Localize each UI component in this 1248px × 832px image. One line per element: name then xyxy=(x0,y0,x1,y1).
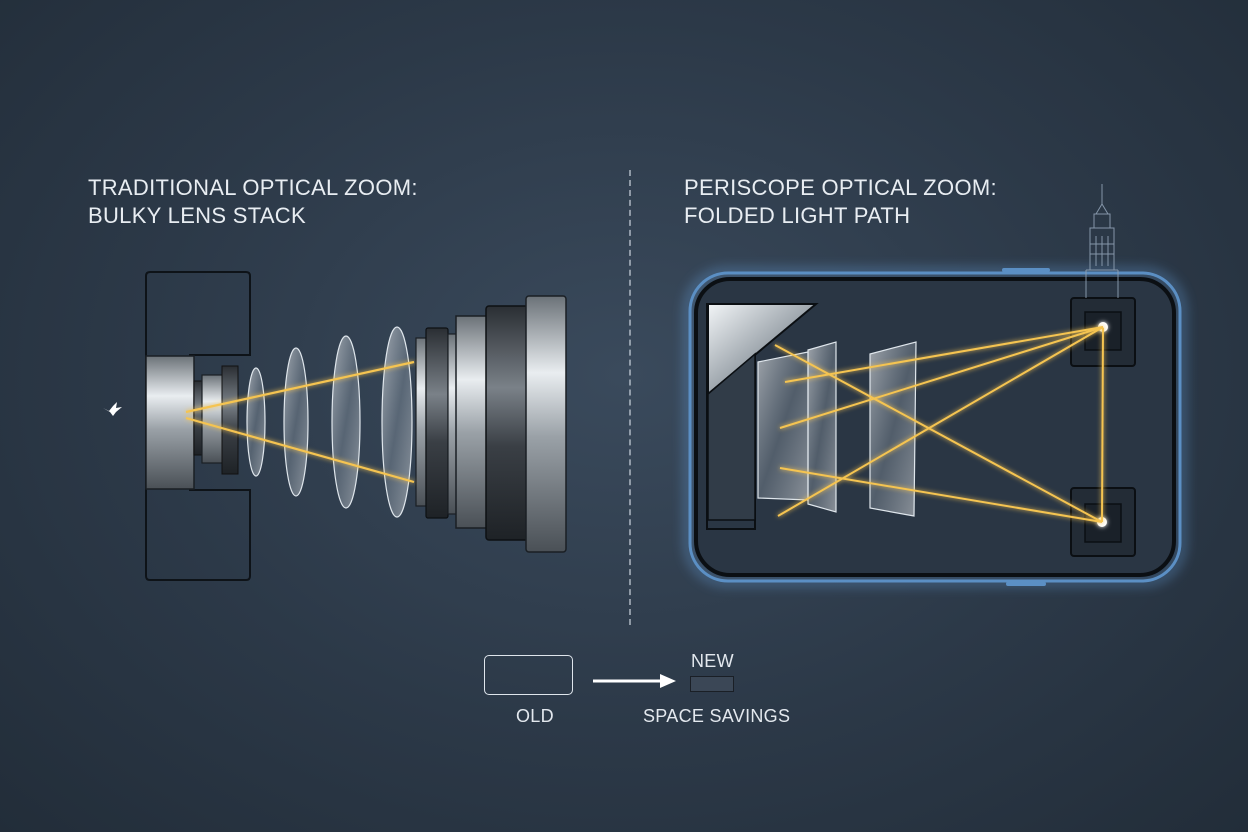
phone-button-bottom xyxy=(1006,582,1046,586)
periscope-lens-3 xyxy=(869,341,917,517)
prism xyxy=(707,303,819,521)
skyscraper-icon xyxy=(1085,184,1119,298)
bird-icon xyxy=(103,402,122,416)
lens-ring-small-3 xyxy=(221,365,239,475)
light-rays-traditional xyxy=(185,360,415,484)
title-periscope-zoom: PERISCOPE OPTICAL ZOOM: FOLDED LIGHT PAT… xyxy=(684,174,997,230)
lens-element-1 xyxy=(246,367,266,477)
phone-button-top xyxy=(1002,268,1050,272)
title-traditional-line2: BULKY LENS STACK xyxy=(88,203,306,228)
ray-periscope-2 xyxy=(779,326,1104,429)
lens-barrel-front xyxy=(525,295,567,553)
ray-traditional-lower xyxy=(185,416,415,484)
lens-element-4 xyxy=(381,326,413,518)
lens-mount xyxy=(145,355,195,490)
legend-new-label: NEW xyxy=(691,651,734,671)
ray-traditional-upper xyxy=(185,360,415,414)
lens-barrel-ring-5 xyxy=(485,305,529,541)
phone-frame xyxy=(688,271,1182,583)
legend-old-box xyxy=(484,655,573,695)
lens-barrel-ring-1 xyxy=(415,337,427,507)
title-traditional-line1: TRADITIONAL OPTICAL ZOOM: xyxy=(88,175,418,200)
lens-barrel-ring-4 xyxy=(455,315,489,529)
legend-old-label: OLD xyxy=(516,706,554,726)
title-periscope-line2: FOLDED LIGHT PATH xyxy=(684,203,911,228)
prism-body xyxy=(707,352,756,521)
legend-new-box xyxy=(690,676,734,692)
panel-divider xyxy=(629,170,631,625)
title-periscope-line1: PERISCOPE OPTICAL ZOOM: xyxy=(684,175,997,200)
lens-element-3 xyxy=(331,335,361,509)
ray-periscope-5 xyxy=(779,467,1103,523)
legend-caption: SPACE SAVINGS xyxy=(643,706,791,726)
periscope-lens-2 xyxy=(807,341,837,513)
ray-periscope-4 xyxy=(774,344,1103,523)
lens-stack xyxy=(145,271,567,581)
periscope-lens-1 xyxy=(757,351,809,501)
ray-periscope-1 xyxy=(784,326,1104,383)
arrow-right-icon xyxy=(593,674,676,688)
camera-body-outline xyxy=(145,271,251,581)
title-traditional-zoom: TRADITIONAL OPTICAL ZOOM: BULKY LENS STA… xyxy=(88,174,418,230)
lens-barrel-ring-2 xyxy=(425,327,449,519)
lens-ring-small-1 xyxy=(193,380,203,456)
lens-element-2 xyxy=(283,347,309,497)
light-rays-periscope xyxy=(774,326,1104,523)
ray-periscope-vertical xyxy=(1101,327,1104,523)
lens-ring-small-2 xyxy=(201,374,225,464)
periscope-lens-group xyxy=(757,341,917,517)
ray-periscope-3 xyxy=(777,326,1104,517)
